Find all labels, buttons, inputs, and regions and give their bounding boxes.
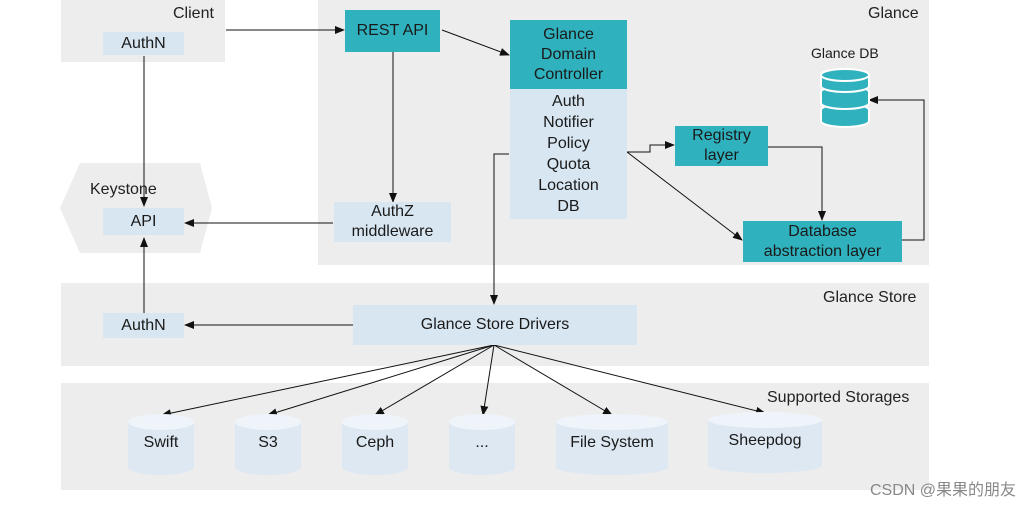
- storage-ceph: Ceph: [342, 414, 408, 476]
- store-authn-label: AuthN: [121, 316, 166, 334]
- db-abstraction-line-1: Database: [788, 222, 857, 240]
- cylinder-shape: [128, 414, 194, 475]
- authz-line-2: middleware: [351, 223, 434, 240]
- glance-store-drivers-label: Glance Store Drivers: [420, 316, 570, 333]
- storage-label-file-system: File System: [570, 434, 654, 451]
- controller-item-notifier: Notifier: [543, 114, 594, 131]
- storage-label-ceph: Ceph: [355, 434, 395, 451]
- domain-controller-line-1: Glance: [543, 25, 594, 43]
- authz-middleware-box: AuthZ middleware: [334, 202, 451, 242]
- supported-storages-title: Supported Storages: [767, 389, 910, 406]
- domain-controller-items: Auth Notifier Policy Quota Location DB: [510, 89, 627, 219]
- glance-store-drivers-box: Glance Store Drivers: [353, 305, 637, 345]
- client-authn-box: AuthN: [103, 32, 184, 55]
- glance-store-title: Glance Store: [823, 289, 917, 306]
- registry-layer-box: Registry layer: [675, 126, 768, 166]
- store-authn-box: AuthN: [103, 313, 184, 338]
- database-icon: [820, 68, 870, 128]
- storage-label-swift: Swift: [143, 434, 179, 451]
- storage-label-s3: S3: [258, 434, 278, 451]
- client-authn-label: AuthN: [121, 34, 166, 52]
- keystone-api-label: API: [130, 212, 157, 230]
- storage-file-system: File System: [556, 414, 668, 476]
- controller-item-policy: Policy: [547, 135, 590, 152]
- storage-sheepdog: Sheepdog: [708, 412, 822, 474]
- controller-item-db: DB: [557, 198, 580, 215]
- storage-s3: S3: [235, 414, 301, 476]
- cylinder-shape: [556, 414, 668, 475]
- controller-item-location: Location: [538, 177, 599, 194]
- rest-api-label: REST API: [356, 22, 429, 39]
- cylinder-shape: [449, 414, 515, 475]
- storage-more: ...: [449, 414, 515, 476]
- domain-controller-line-2: Domain: [540, 45, 597, 63]
- watermark: CSDN @果果的朋友: [869, 482, 1016, 499]
- controller-item-auth: Auth: [552, 93, 585, 110]
- client-title: Client: [173, 5, 214, 22]
- registry-line-2: layer: [704, 147, 739, 164]
- cylinder-shape: [708, 412, 822, 473]
- database-abstraction-box: Database abstraction layer: [743, 221, 902, 262]
- storage-swift: Swift: [128, 414, 194, 476]
- rest-api-box: REST API: [345, 10, 440, 52]
- domain-controller-header: Glance Domain Controller: [510, 20, 627, 89]
- glance-db-label: Glance DB: [811, 45, 879, 61]
- authz-line-1: AuthZ: [371, 203, 414, 220]
- keystone-api-box: API: [103, 208, 184, 235]
- registry-line-1: Registry: [692, 127, 751, 144]
- cylinder-shape: [342, 414, 408, 475]
- db-abstraction-line-2: abstraction layer: [763, 242, 882, 260]
- keystone-title: Keystone: [90, 181, 157, 198]
- storage-label-more: ...: [475, 434, 489, 451]
- glance-title: Glance: [868, 5, 919, 22]
- domain-controller-line-3: Controller: [533, 65, 604, 83]
- cylinder-shape: [235, 414, 301, 475]
- controller-item-quota: Quota: [546, 156, 591, 173]
- storage-label-sheepdog: Sheepdog: [728, 432, 802, 449]
